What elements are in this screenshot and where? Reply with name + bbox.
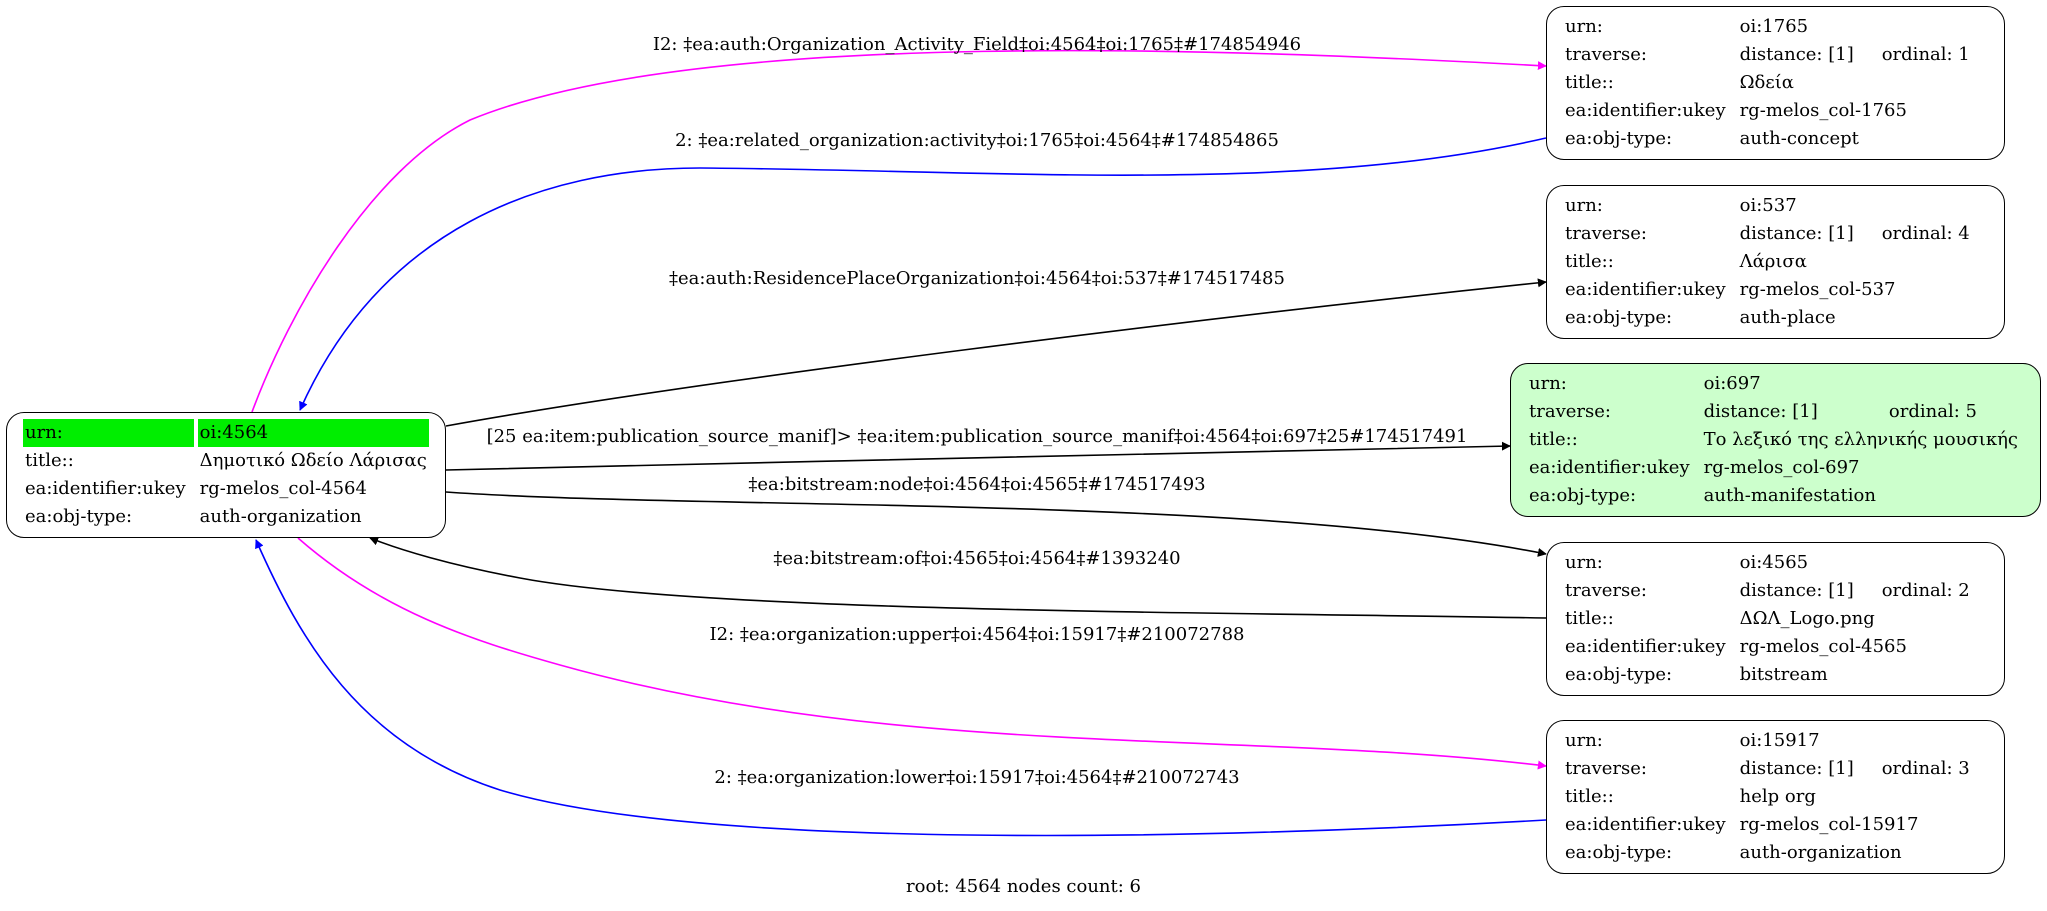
ukey-key: ea:identifier:ukey (1565, 814, 1726, 835)
type-value: bitstream (1739, 664, 1828, 685)
node-table: urn: oi:697 traverse: distance: [1] ordinal… (1523, 370, 2024, 510)
ukey-key: ea:identifier:ukey (1565, 100, 1726, 121)
traverse-key: traverse: (1565, 223, 1647, 244)
ukey-key: ea:identifier:ukey (25, 478, 186, 499)
ukey-value: rg-melos_col-697 (1703, 457, 1860, 478)
ukey-value: rg-melos_col-1765 (1739, 100, 1907, 121)
node-oi-1765[interactable]: urn: oi:1765 traverse: distance: [1] ordina… (1546, 6, 2005, 160)
title-value: help org (1739, 786, 1816, 807)
urn-value: oi:4565 (1739, 552, 1809, 573)
node-oi-697[interactable]: urn: oi:697 traverse: distance: [1] ordinal… (1510, 363, 2041, 517)
title-value: Το λεξικό της ελληνικής μουσικής (1703, 429, 2018, 450)
root-row-type: ea:obj-type: auth-organization (23, 503, 429, 531)
root-row-title: title:: Δημοτικό Ωδείο Λάρισας (23, 447, 429, 475)
traverse-key: traverse: (1529, 401, 1611, 422)
edge-label: ‡ea:bitstream:node‡oi:4564‡oi:4565‡#1745… (748, 474, 1205, 495)
edge-bitstream-of (369, 536, 1547, 619)
ukey-key: ea:identifier:ukey (1529, 457, 1690, 478)
edge-label: I2: ‡ea:auth:Organization_Activity_Field… (653, 34, 1301, 55)
urn-key: urn: (1565, 730, 1603, 751)
type-key: ea:obj-type: (1565, 307, 1673, 328)
urn-value: oi:537 (1739, 195, 1797, 216)
type-value: auth-manifestation (1703, 485, 1876, 506)
node-table: urn: oi:4565 traverse: distance: [1] ordina… (1559, 549, 1976, 689)
ukey-key: ea:identifier:ukey (1565, 636, 1726, 657)
urn-key: urn: (1529, 373, 1567, 394)
node-table: urn: oi:1765 traverse: distance: [1] ordina… (1559, 13, 1976, 153)
edge-publication-source-manif (445, 441, 1511, 471)
title-value: Λάρισα (1739, 251, 1807, 272)
distance-value: distance: [1] (1739, 758, 1854, 779)
node-oi-15917[interactable]: urn: oi:15917 traverse: distance: [1] ordin… (1546, 720, 2005, 874)
ukey-value: rg-melos_col-15917 (1739, 814, 1919, 835)
ukey-key: ea:identifier:ukey (1565, 279, 1726, 300)
root-node-table: urn: oi:4564 title:: Δημοτικό Ωδείο Λάρι… (19, 419, 433, 531)
edge-bitstream-node (445, 491, 1547, 557)
title-key: title:: (1529, 429, 1578, 450)
urn-value: oi:697 (1703, 373, 1761, 394)
edge-organization-lower (255, 539, 1547, 837)
urn-value: oi:4564 (197, 419, 429, 447)
root-node[interactable]: urn: oi:4564 title:: Δημοτικό Ωδείο Λάρι… (6, 412, 446, 538)
edge-label: 2: ‡ea:related_organization:activity‡oi:… (675, 130, 1279, 151)
ukey-value: rg-melos_col-537 (1739, 279, 1896, 300)
type-key: ea:obj-type: (1565, 128, 1673, 149)
node-oi-537[interactable]: urn: oi:537 traverse: distance: [1] ordinal… (1546, 185, 2005, 339)
node-table: urn: oi:15917 traverse: distance: [1] ordin… (1559, 727, 1976, 867)
title-key: title:: (1565, 608, 1614, 629)
node-oi-4565[interactable]: urn: oi:4565 traverse: distance: [1] ordina… (1546, 542, 2005, 696)
urn-key: urn: (1565, 552, 1603, 573)
type-key: ea:obj-type: (1565, 842, 1673, 863)
type-value: auth-concept (1739, 128, 1859, 149)
distance-value: distance: [1] (1703, 401, 1818, 422)
edge-label: [25 ea:item:publication_source_manif]> ‡… (487, 426, 1468, 447)
type-value: auth-organization (1739, 842, 1902, 863)
distance-value: distance: [1] (1739, 44, 1854, 65)
type-key: ea:obj-type: (1565, 664, 1673, 685)
node-table: urn: oi:537 traverse: distance: [1] ordinal… (1559, 192, 1976, 332)
title-key: title:: (1565, 72, 1614, 93)
type-key: ea:obj-type: (25, 506, 133, 527)
urn-value: oi:1765 (1739, 16, 1809, 37)
edge-related-organization-activity (299, 137, 1547, 411)
traverse-key: traverse: (1565, 44, 1647, 65)
edge-organization-activity-field (251, 49, 1547, 413)
root-row-ukey: ea:identifier:ukey rg-melos_col-4564 (23, 475, 429, 503)
edge-organization-upper (297, 537, 1547, 770)
title-value: Ωδεία (1739, 72, 1794, 93)
ordinal-value: ordinal: 3 (1881, 758, 1970, 779)
type-key: ea:obj-type: (1529, 485, 1637, 506)
edge-label: 2: ‡ea:organization:lower‡oi:15917‡oi:45… (714, 767, 1239, 788)
ordinal-value: ordinal: 1 (1881, 44, 1970, 65)
edge-label: ‡ea:auth:ResidencePlaceOrganization‡oi:4… (669, 268, 1285, 289)
type-value: auth-organization (199, 506, 362, 527)
ukey-value: rg-melos_col-4564 (199, 478, 367, 499)
title-value: ΔΩΛ_Logo.png (1739, 608, 1875, 629)
title-key: title:: (25, 450, 74, 471)
ordinal-value: ordinal: 4 (1881, 223, 1970, 244)
root-row-urn: urn: oi:4564 (23, 419, 429, 447)
traverse-key: traverse: (1565, 580, 1647, 601)
distance-value: distance: [1] (1739, 580, 1854, 601)
distance-value: distance: [1] (1739, 223, 1854, 244)
urn-key: urn: (23, 419, 194, 447)
urn-key: urn: (1565, 16, 1603, 37)
title-key: title:: (1565, 251, 1614, 272)
edge-label: I2: ‡ea:organization:upper‡oi:4564‡oi:15… (710, 624, 1245, 645)
title-value: Δημοτικό Ωδείο Λάρισας (199, 450, 427, 471)
graph-footer: root: 4564 nodes count: 6 (906, 876, 1141, 897)
edge-label: ‡ea:bitstream:of‡oi:4565‡oi:4564‡#139324… (773, 548, 1180, 569)
ordinal-value: ordinal: 5 (1888, 401, 1977, 422)
urn-value: oi:15917 (1739, 730, 1820, 751)
traverse-key: traverse: (1565, 758, 1647, 779)
urn-key: urn: (1565, 195, 1603, 216)
type-value: auth-place (1739, 307, 1836, 328)
ordinal-value: ordinal: 2 (1881, 580, 1970, 601)
ukey-value: rg-melos_col-4565 (1739, 636, 1907, 657)
title-key: title:: (1565, 786, 1614, 807)
edge-residence-place-organization (445, 278, 1547, 427)
